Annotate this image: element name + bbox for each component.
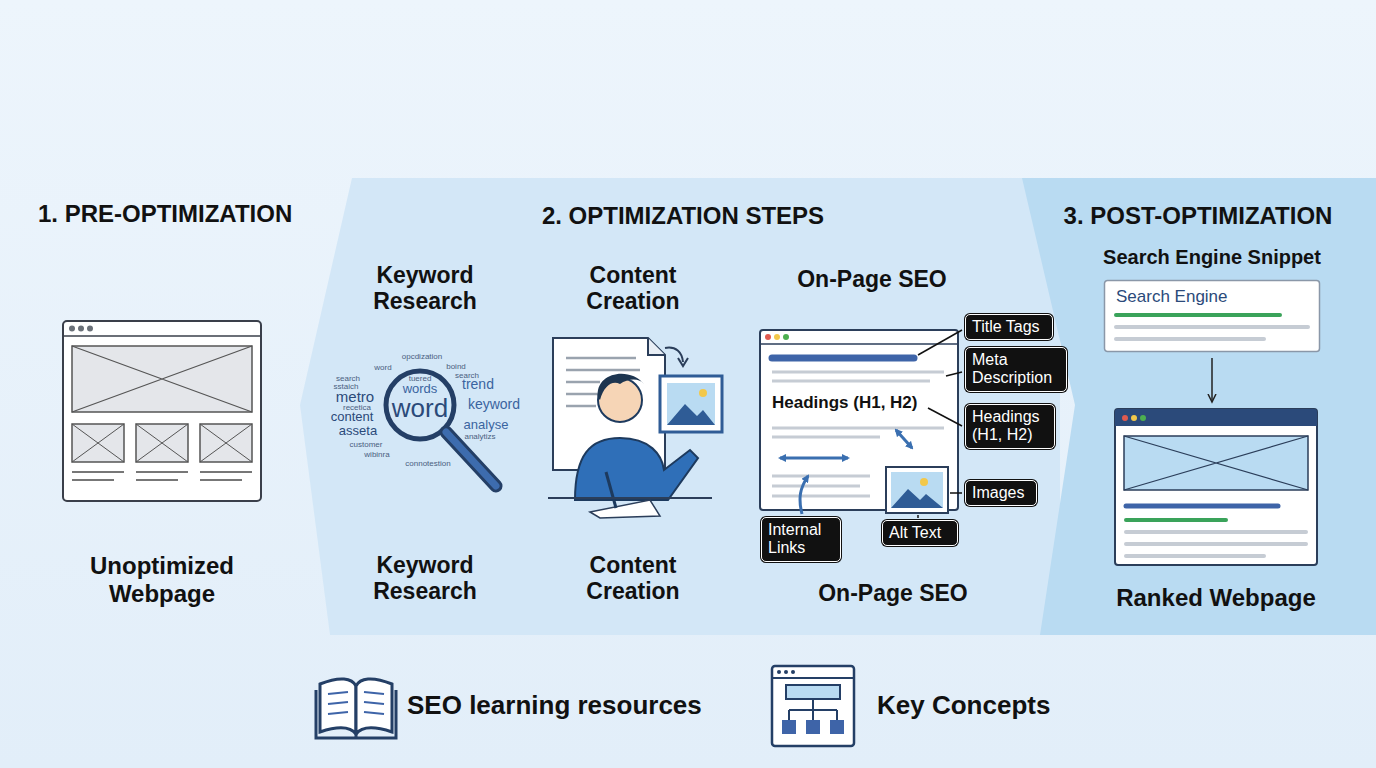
callout-tag: Meta Description: [965, 347, 1067, 392]
section-label: On-Page SEO: [783, 580, 1003, 606]
callout-tag: Alt Text: [882, 520, 958, 546]
section-label: Headings (H1, H2): [772, 393, 917, 413]
node-label: Search Engine: [1116, 287, 1228, 307]
leader-lines: [918, 330, 962, 518]
node-label: Title Tags: [972, 318, 1046, 336]
cloud-word: wibinra: [357, 450, 397, 459]
node-label: Internal Links: [768, 521, 834, 558]
cloud-word: word: [385, 394, 455, 424]
page-mockup: [760, 330, 958, 513]
section-label: SEO learning resources: [407, 691, 702, 721]
section-label: Keyword Research: [330, 552, 520, 605]
node-label: Headings (H1, H2): [972, 408, 1048, 445]
search-snippet: Search Engine SnippetSearch Engine: [1104, 280, 1320, 352]
node-label: 3. POST-OPTIMIZATION: [1020, 202, 1376, 230]
node-heading: Search Engine Snippet: [1082, 246, 1342, 269]
flow-arrow: [1211, 358, 1213, 402]
node-label: Unoptimized Webpage: [42, 552, 282, 607]
link-arrow: [800, 476, 808, 514]
cloud-word: search: [328, 374, 368, 383]
cloud-word: trend: [453, 376, 503, 392]
cloud-word: boind: [436, 362, 476, 371]
ranked-webpage: Ranked Webpage: [1114, 408, 1318, 566]
section-label: 1. PRE-OPTIMIZATION: [38, 200, 292, 228]
callout-tag: Images: [965, 480, 1037, 506]
concepts-icon: [772, 666, 854, 746]
book-icon: [316, 679, 396, 738]
callout-tag: Headings (H1, H2): [965, 404, 1055, 449]
node-label: Images: [972, 484, 1030, 502]
cloud-word: opcdization: [382, 352, 462, 361]
section-label: On-Page SEO: [772, 266, 972, 292]
webpage-sketch: Unoptimized Webpage: [62, 320, 262, 502]
node-label: Alt Text: [889, 524, 951, 542]
node-outline: [1114, 408, 1318, 566]
cloud-word: customer: [341, 440, 391, 449]
section-label: Content Creation: [548, 552, 718, 605]
node-label: Meta Description: [972, 351, 1060, 388]
cloud-word: analytizs: [455, 432, 505, 441]
section-label: Keyword Research: [330, 262, 520, 315]
node-outline: [62, 320, 262, 502]
cloud-word: keyword: [464, 396, 524, 412]
node-label: 2. OPTIMIZATION STEPS: [463, 202, 903, 230]
cloud-word: word: [363, 363, 403, 372]
cloud-word: metro: [330, 388, 380, 405]
section-label: Content Creation: [548, 262, 718, 315]
callout-tag: Title Tags: [965, 314, 1053, 340]
callout-tag: Internal Links: [761, 517, 841, 562]
cloud-word: analyse: [458, 418, 514, 433]
cloud-word: content: [322, 410, 382, 425]
cloud-word: connotestion: [393, 459, 463, 468]
section-band: 3. POST-OPTIMIZATION Search Engine Snippe…: [1020, 178, 1376, 635]
cloud-word: words: [395, 382, 445, 397]
cloud-word: asseta: [333, 424, 383, 439]
section-label: Key Concepts: [877, 691, 1050, 721]
node-label: Ranked Webpage: [1084, 584, 1348, 612]
